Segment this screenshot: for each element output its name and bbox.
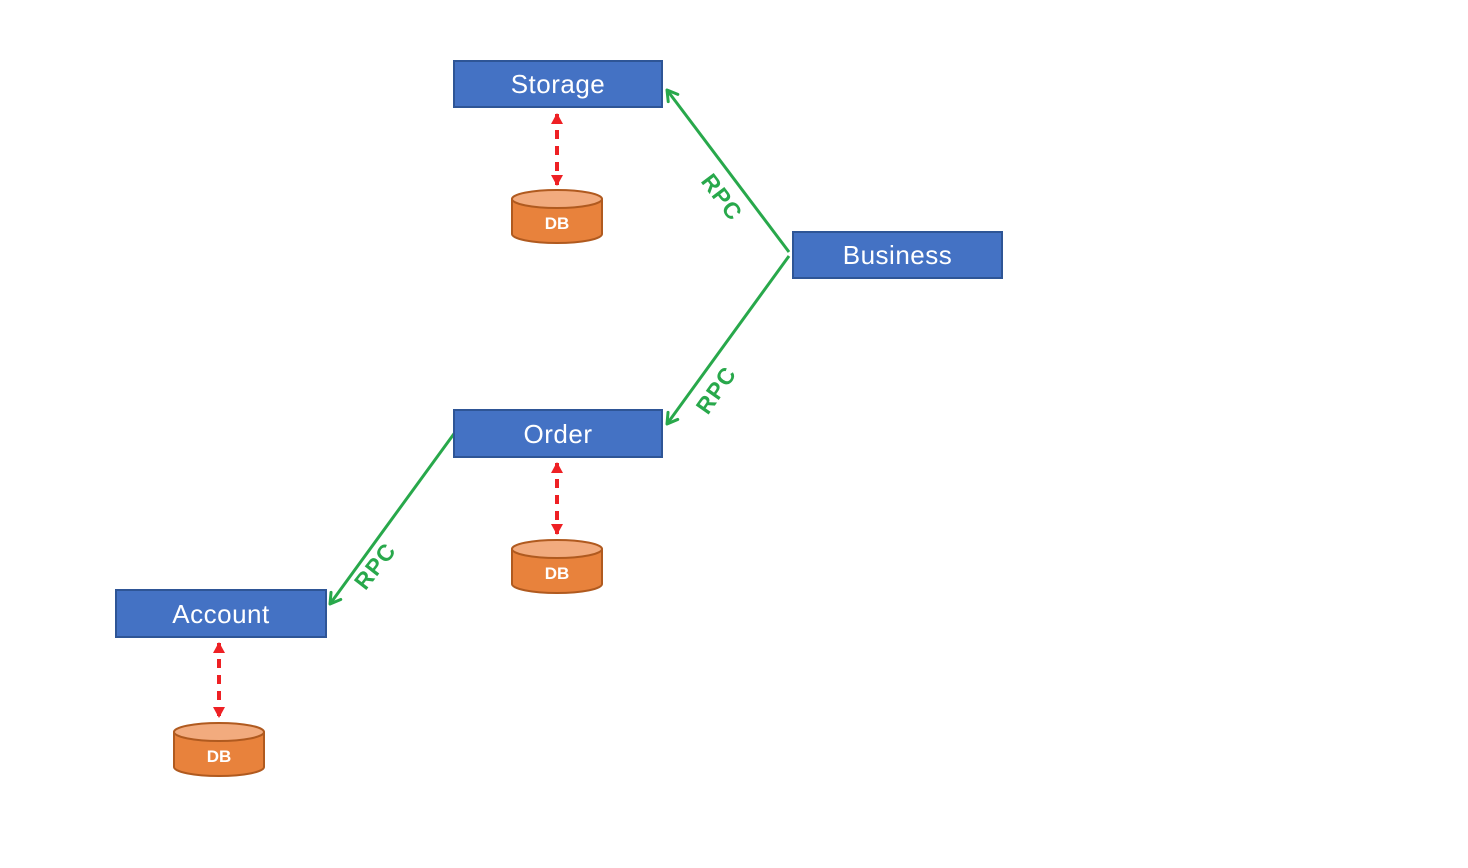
storage-db-label: DB <box>545 214 570 233</box>
account-db-label: DB <box>207 747 232 766</box>
order-db-label: DB <box>545 564 570 583</box>
rpc-label-business-storage: RPC <box>696 169 748 226</box>
storage-node-label: Storage <box>510 69 606 99</box>
account-node-label: Account <box>172 598 270 629</box>
business-node: Business <box>792 231 1003 279</box>
business-node-label: Business <box>842 240 953 270</box>
rpc-arrow-business-to-order <box>665 255 791 426</box>
order-node: Order <box>453 409 663 458</box>
account-node: Account <box>115 589 327 638</box>
order-database-icon: DB <box>511 539 603 594</box>
account-database-icon: DB <box>173 722 265 777</box>
order-node-label: Order <box>523 418 593 449</box>
rpc-label-business-order: RPC <box>691 361 742 418</box>
storage-database-icon: DB <box>511 189 603 244</box>
rpc-arrow-business-to-storage <box>665 88 791 253</box>
rpc-arrow-order-to-account <box>328 430 458 606</box>
storage-node: Storage <box>453 60 663 108</box>
